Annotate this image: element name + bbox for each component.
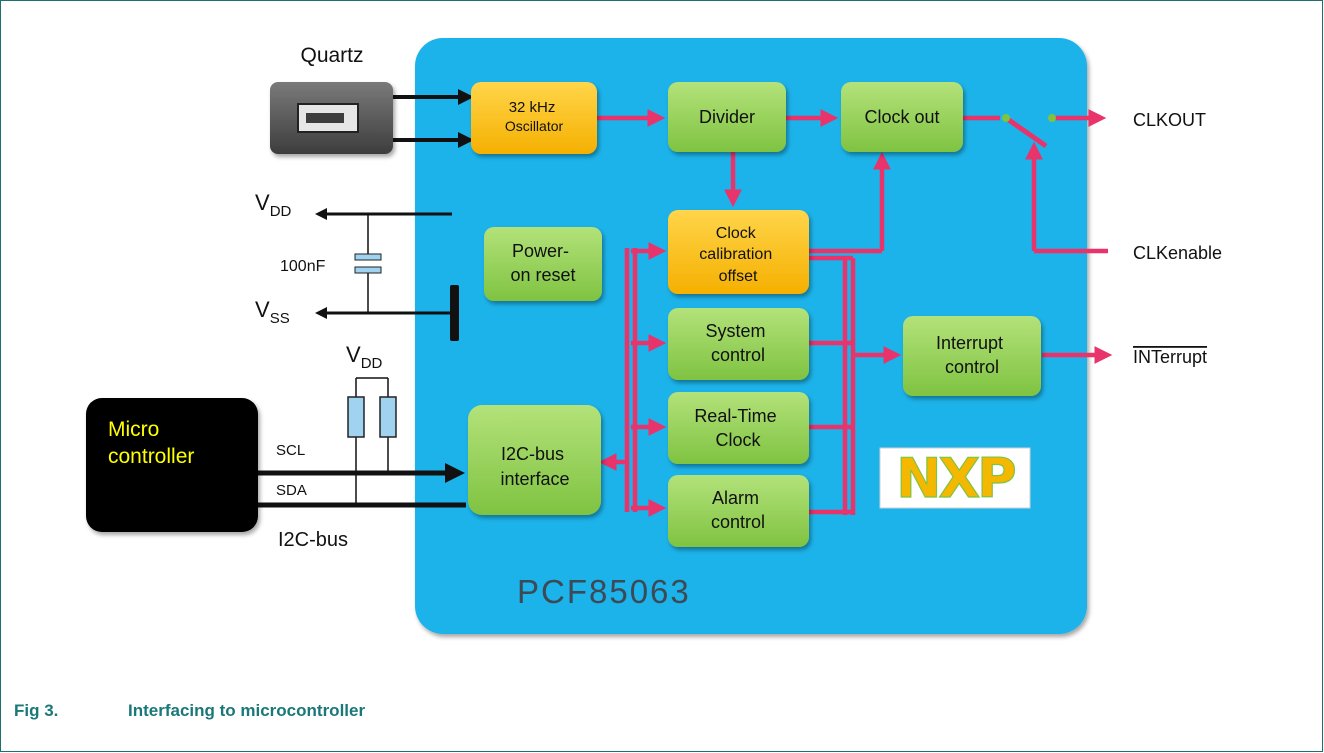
quartz-crystal (270, 82, 393, 154)
quartz-label: Quartz (300, 44, 363, 67)
i2c-interface-label-1: I2C-bus (501, 444, 564, 464)
chip-name: PCF85063 (517, 573, 691, 610)
svg-text:Power- on reset: Power- on reset (510, 241, 575, 285)
power-on-reset-label-2: on reset (510, 265, 575, 285)
svg-text:32 kHz Oscillator: 32 kHz Oscillator (505, 99, 564, 134)
real-time-clock-block (668, 392, 809, 464)
clock-out-label: Clock out (864, 107, 939, 127)
capacitor-label: 100nF (280, 258, 326, 275)
power-on-reset-label-1: Power- (512, 241, 569, 261)
alarm-control-label-1: Alarm (712, 488, 759, 508)
clock-out-block (841, 82, 963, 152)
svg-text:I2C-bus interface: I2C-bus interface (500, 444, 569, 489)
clkout-switch (1002, 114, 1056, 149)
i2c-interface-block (468, 405, 601, 515)
nxp-logo: NXP (879, 446, 1031, 511)
microcontroller-label-1: Micro (108, 418, 159, 441)
clock-calibration-label-3: offset (719, 268, 758, 285)
divider-label: Divider (699, 107, 755, 127)
interrupt-label: INTerrupt (1133, 347, 1207, 367)
vss-label: VSS (255, 297, 290, 327)
oscillator-block (471, 82, 597, 154)
svg-text:Clock calibration: Clock calibration offset (699, 225, 776, 285)
figure-caption: Fig 3. Interfacing to microcontroller (14, 701, 365, 721)
divider-block (668, 82, 786, 152)
oscillator-label-2: Oscillator (505, 118, 564, 134)
real-time-clock-label-1: Real-Time (694, 406, 776, 426)
svg-text:Real-Time Clock: Real-Time Clock (694, 406, 781, 450)
system-control-label-1: System (705, 321, 765, 341)
scl-label: SCL (276, 442, 305, 459)
clock-calibration-block (668, 210, 809, 294)
interrupt-control-label-1: Interrupt (936, 333, 1003, 353)
capacitor-symbol (354, 253, 382, 274)
clock-calibration-label-1: Clock (716, 225, 757, 242)
sda-label: SDA (276, 482, 307, 499)
i2c-interface-label-2: interface (500, 469, 569, 489)
microcontroller-label-2: controller (108, 445, 194, 468)
system-control-label-2: control (711, 345, 765, 365)
alarm-control-block (668, 475, 809, 547)
power-on-reset-block (484, 227, 602, 301)
pullup-resistor-scl (347, 396, 365, 438)
real-time-clock-label-2: Clock (715, 430, 761, 450)
alarm-control-label-2: control (711, 512, 765, 532)
microcontroller-block (86, 398, 258, 532)
svg-text:Alarm control: Alarm control (711, 488, 765, 532)
figure-number: Fig 3. (14, 701, 59, 720)
clock-calibration-label-2: calibration (699, 246, 772, 263)
figure-title: Interfacing to microcontroller (128, 701, 366, 720)
signal-lines (597, 109, 1113, 517)
ground-bar (450, 285, 459, 341)
interrupt-control-label-2: control (945, 357, 999, 377)
svg-text:Interrupt control: Interrupt control (936, 333, 1008, 377)
clkout-label: CLKOUT (1133, 110, 1206, 130)
block-diagram: NXP Quartz 32 kHz Oscillator Divider Clo… (86, 38, 1222, 634)
logo-text: NXP (896, 447, 1015, 510)
pullup-vdd-label: VDD (346, 342, 383, 372)
interrupt-control-block (903, 316, 1041, 396)
system-control-block (668, 308, 809, 380)
svg-text:Micro controller: Micro controller (108, 418, 194, 468)
i2c-bus-label: I2C-bus (278, 529, 348, 551)
svg-text:System control: System control (705, 321, 770, 365)
oscillator-label-1: 32 kHz (509, 99, 556, 116)
vdd-label: VDD (255, 190, 292, 220)
pullup-resistor-sda (379, 396, 397, 438)
clkenable-label: CLKenable (1133, 243, 1222, 263)
